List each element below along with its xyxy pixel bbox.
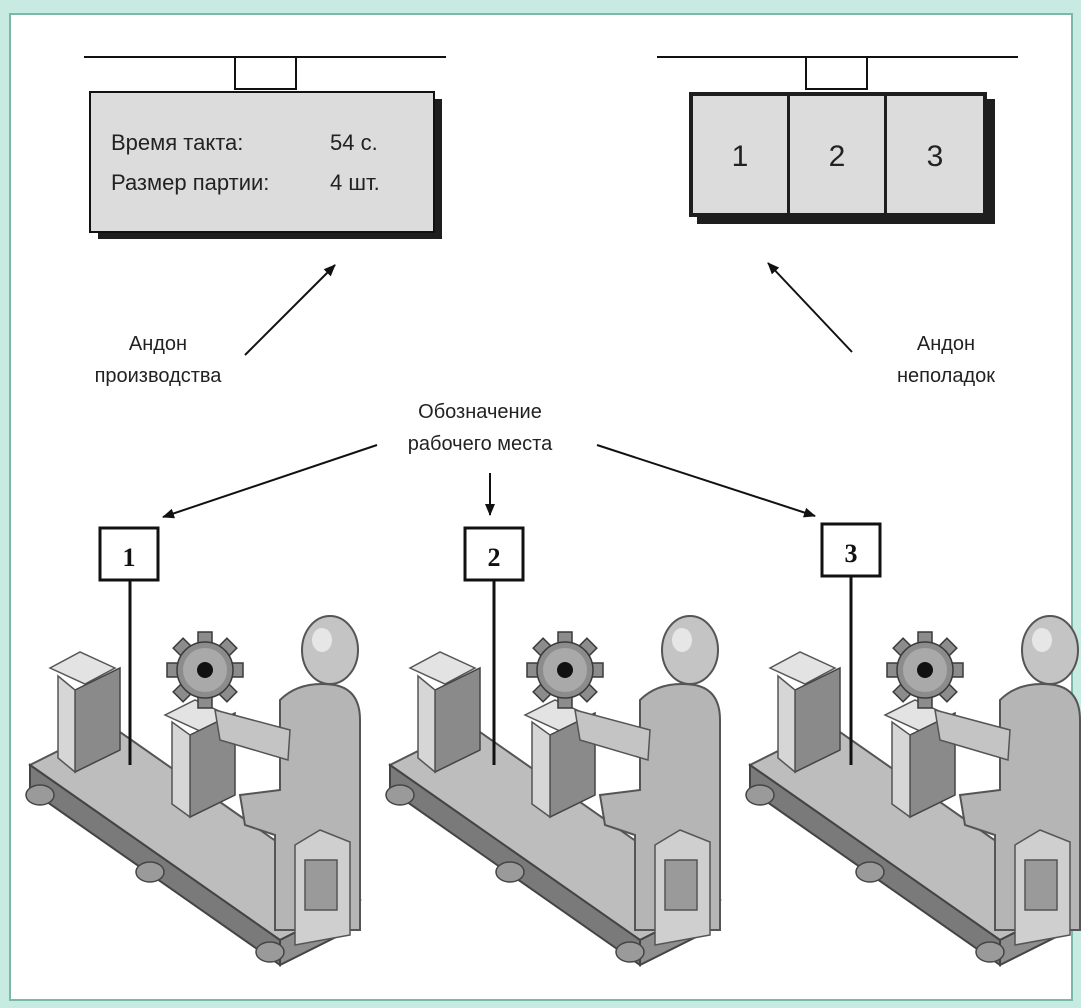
production-andon-caption-line1: Андон: [129, 333, 187, 355]
problem-andon-cell-1: [693, 96, 787, 213]
workplace-arrow-3: [596, 444, 816, 518]
station-3-number: 3: [845, 539, 858, 568]
production-andon-hanger: [234, 56, 297, 90]
takt-value: 54 с.: [330, 130, 378, 155]
production-andon-caption-line2: производства: [95, 365, 223, 387]
problem-andon-cell-3-label: 3: [927, 140, 944, 173]
workplace-caption-line1: Обозначение: [418, 401, 542, 423]
station-3-sign: [820, 522, 882, 578]
takt-label: Время такта:: [111, 130, 243, 155]
station-2-sign: [463, 526, 525, 582]
problem-andon-cell-2-label: 2: [829, 140, 846, 173]
station-1-number: 1: [123, 543, 136, 572]
station-1: 1: [26, 526, 360, 965]
problem-andon-arrow: [767, 262, 853, 353]
workplace-caption-line2: рабочего места: [408, 433, 553, 455]
production-andon-board: [89, 91, 435, 233]
problem-andon-caption-line1: Андон: [917, 333, 975, 355]
station-1-sign: [98, 526, 160, 582]
batch-label: Размер партии:: [111, 170, 269, 195]
workplace-arrow-1: [162, 444, 378, 519]
problem-andon-cell-1-label: 1: [732, 140, 749, 173]
problem-andon: 1 2 3: [657, 56, 1018, 224]
station-2: 2: [386, 526, 720, 965]
production-andon-arrow: [244, 264, 336, 356]
problem-andon-hanger: [805, 56, 868, 90]
problem-andon-caption-line2: неполадок: [897, 365, 995, 387]
production-andon: Время такта: 54 с. Размер партии: 4 шт.: [84, 56, 446, 239]
problem-andon-cell-3: [887, 96, 983, 213]
station-3: 3: [746, 522, 1080, 965]
problem-andon-cell-2: [790, 96, 884, 213]
batch-value: 4 шт.: [330, 170, 380, 195]
station-2-number: 2: [488, 543, 501, 572]
